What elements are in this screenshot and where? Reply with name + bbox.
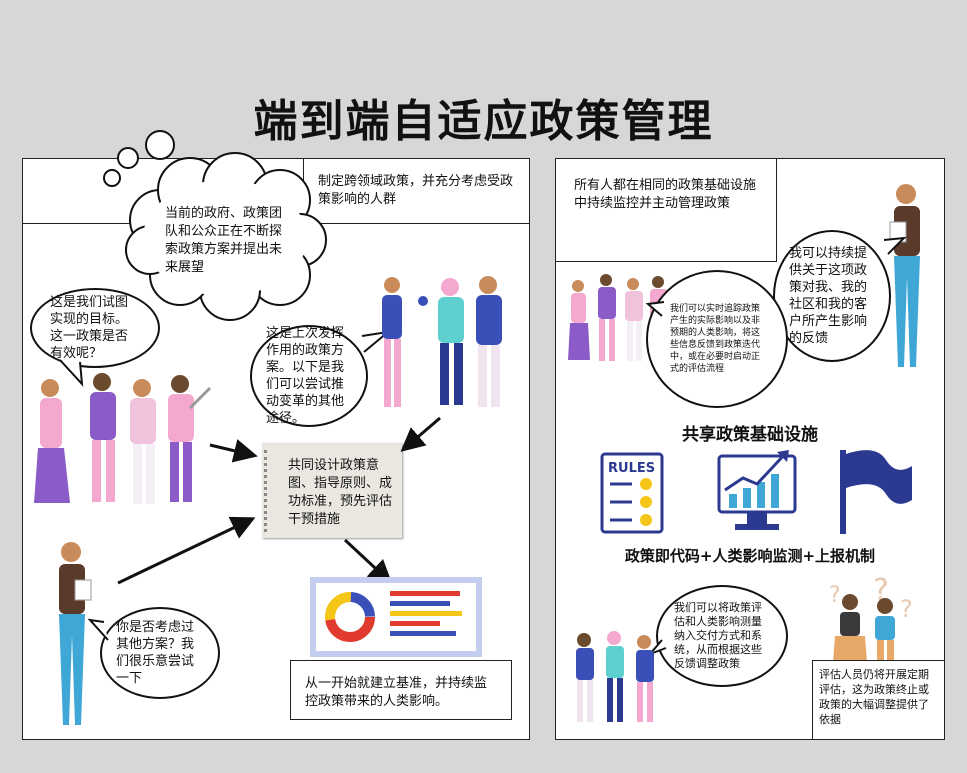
monitor-chart-icon <box>717 450 797 530</box>
cloud-text: 当前的政府、政策团队和公众正在不断探索政策方案并提出未来展望 <box>165 206 283 275</box>
thought-cloud <box>103 130 327 321</box>
bubble-tail <box>883 236 907 255</box>
flag-icon <box>840 450 912 534</box>
speech-bubble-alternative: 你是否考虑过其他方案？我们很乐意尝试一下 <box>100 607 220 699</box>
speech-bubble-feedback: 我可以持续提供关于这项政策对我、我的社区和我的客户所产生影响的反馈 <box>773 230 891 362</box>
left-bottom-box: 从一开始就建立基准，并持续监控政策带来的人类影响。 <box>290 660 512 720</box>
svg-text:?: ? <box>829 583 841 608</box>
speech-bubble-goal: 这是我们试图实现的目标。这一政策是否有效呢？ <box>30 288 160 368</box>
woman-illustration <box>889 184 920 367</box>
bubble-tail <box>59 359 84 387</box>
people-group-illustration <box>576 631 654 722</box>
svg-text:?: ? <box>900 595 913 623</box>
rules-label: RULES <box>608 461 655 476</box>
heading-policy-code: 政策即代码+人类影响监测+上报机制 <box>624 547 876 565</box>
right-top-box: 所有人都在相同的政策基础设施中持续监控并主动管理政策 <box>555 158 777 262</box>
right-bottom-box: 评估人员仍将开展定期评估，这为政策终止或政策的大幅调整提供了依据 <box>812 660 945 740</box>
left-top-box: 制定跨领域政策，并充分考虑受政策影响的人群 <box>303 158 530 224</box>
bubble-tail <box>87 618 109 641</box>
speech-bubble-last: 这是上次发挥作用的政策方案。以下是我们可以尝试推动变革的其他途径。 <box>250 325 368 427</box>
dashboard-illustration <box>310 577 482 657</box>
speech-bubble-realtime: 我们可以实时追踪政策产生的实际影响以及非预期的人类影响，将这些信息反馈到政策迭代… <box>646 270 788 408</box>
people-group-illustration <box>382 276 502 407</box>
speech-bubble-evaluation: 我们可以将政策评估和人类影响测量纳入交付方式和系统，从而根据这些反馈调整政策 <box>656 585 788 687</box>
thinking-people-illustration: ? ? ? <box>829 573 913 662</box>
page-title: 端到端自适应政策管理 <box>253 96 714 147</box>
heading-shared-infra: 共享政策基础设施 <box>682 425 818 445</box>
rules-checklist-icon: RULES <box>600 452 664 534</box>
sticky-note: 共同设计政策意图、指导原则、成功标准，预先评估干预措施 <box>262 443 402 538</box>
woman-illustration <box>59 542 92 725</box>
note-binding <box>264 450 275 532</box>
people-group-illustration <box>34 373 212 504</box>
bubble-tail <box>645 301 665 317</box>
